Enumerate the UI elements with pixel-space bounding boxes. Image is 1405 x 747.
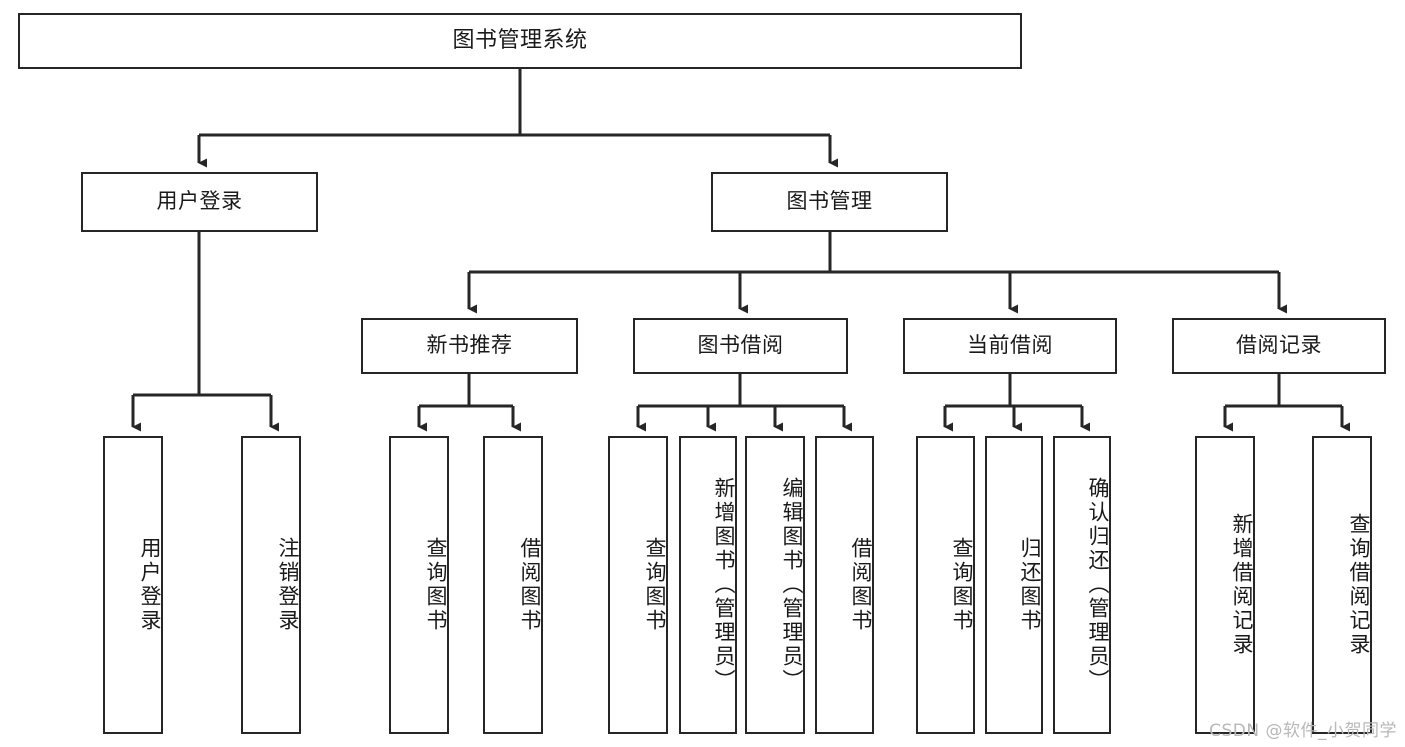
node-user-login[interactable]: 用户登录: [81, 172, 318, 232]
node-leaf-query-record[interactable]: 查询借阅记录: [1312, 436, 1372, 734]
node-leaf-query-book-2[interactable]: 查询图书: [608, 436, 668, 734]
node-root[interactable]: 图书管理系统: [18, 13, 1022, 69]
node-leaf-edit-book[interactable]: 编辑图书（管理员）: [745, 436, 805, 734]
node-leaf-return-book[interactable]: 归还图书: [985, 436, 1043, 734]
node-current-borrow[interactable]: 当前借阅: [903, 318, 1117, 374]
node-book-manage[interactable]: 图书管理: [711, 172, 948, 232]
node-leaf-confirm-return[interactable]: 确认归还（管理员）: [1053, 436, 1111, 734]
node-leaf-borrow-book-2[interactable]: 借阅图书: [815, 436, 874, 734]
node-leaf-add-record[interactable]: 新增借阅记录: [1195, 436, 1255, 734]
node-leaf-logout[interactable]: 注销登录: [241, 436, 301, 734]
node-borrow-record[interactable]: 借阅记录: [1172, 318, 1386, 374]
node-leaf-add-book[interactable]: 新增图书（管理员）: [679, 436, 737, 734]
node-leaf-query-book-1[interactable]: 查询图书: [389, 436, 449, 734]
node-leaf-user-login[interactable]: 用户登录: [103, 436, 163, 734]
node-book-borrow[interactable]: 图书借阅: [633, 318, 848, 374]
node-new-book-recommend[interactable]: 新书推荐: [361, 318, 578, 374]
node-leaf-query-book-3[interactable]: 查询图书: [916, 436, 975, 734]
node-leaf-borrow-book-1[interactable]: 借阅图书: [483, 436, 543, 734]
watermark-text: CSDN @软件_小贺同学: [1209, 721, 1397, 741]
